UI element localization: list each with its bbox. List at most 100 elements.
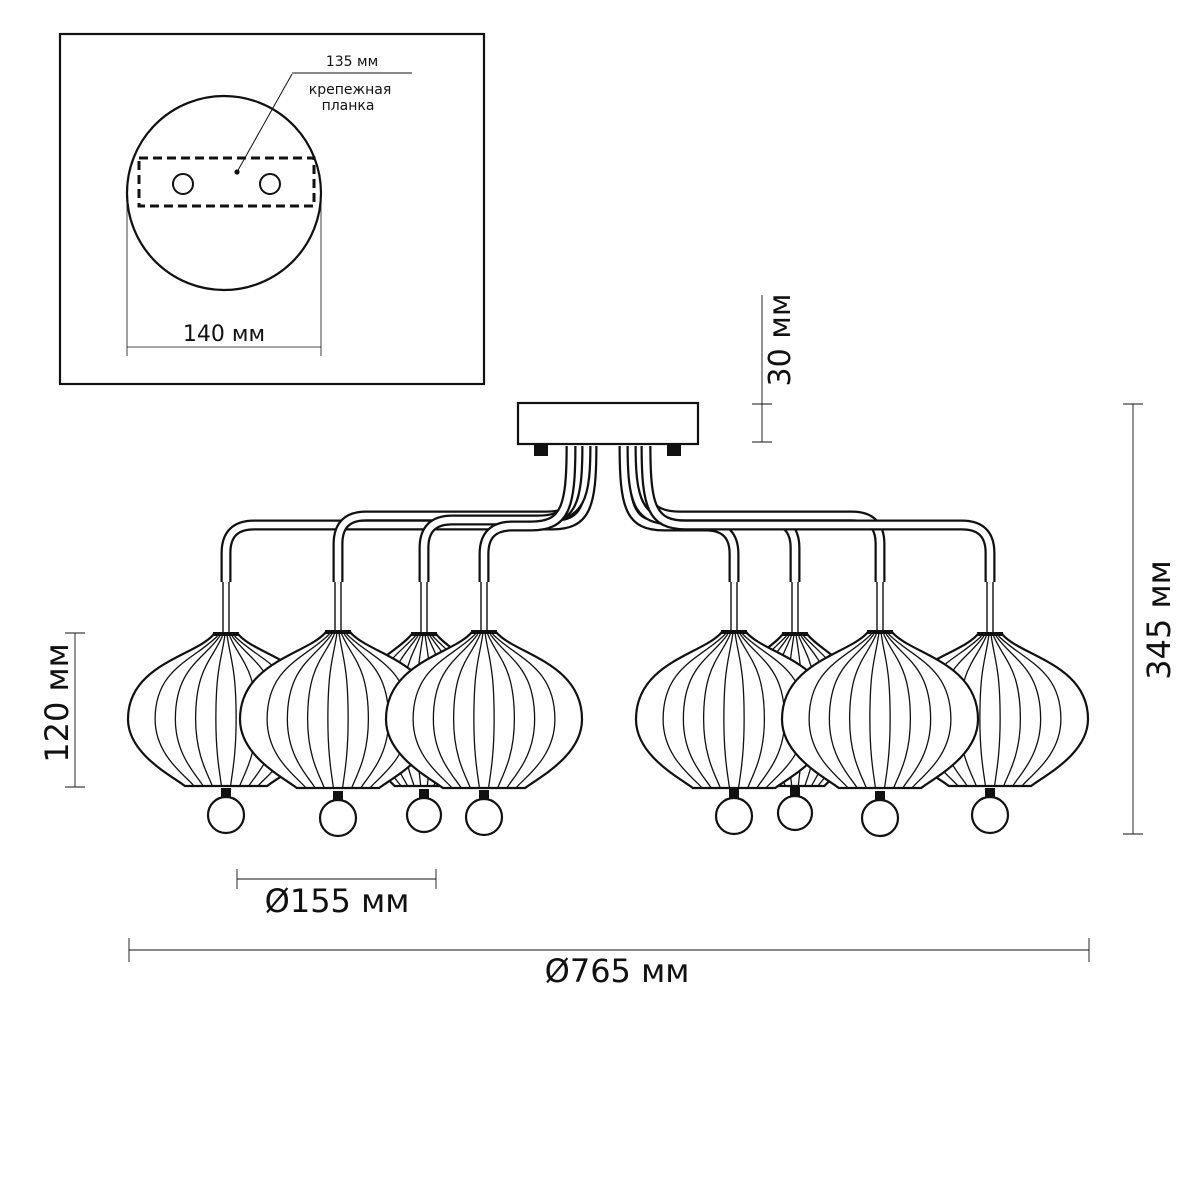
bulb-socket	[875, 791, 885, 801]
bulb-2	[318, 791, 358, 838]
shade-8	[780, 630, 980, 790]
bulb-globe	[405, 796, 443, 834]
shade-rib	[734, 633, 745, 789]
arms	[220, 445, 996, 636]
shade-rib	[432, 633, 479, 789]
shade-rib	[998, 635, 1062, 787]
shade-rib	[662, 633, 726, 789]
shade-rib	[723, 633, 734, 789]
arm-7	[636, 445, 884, 582]
shade-rib	[682, 633, 729, 789]
shade-rib	[702, 633, 731, 789]
shade-rib	[489, 633, 536, 789]
ceiling-canopy	[516, 401, 700, 446]
shade-rib	[885, 633, 932, 789]
shade-rib	[412, 633, 476, 789]
mounting-bracket	[137, 156, 316, 208]
shade-rib	[883, 633, 912, 789]
arm-8	[642, 445, 994, 582]
shade-rib	[737, 633, 766, 789]
bulb-6	[776, 787, 814, 832]
shades	[126, 630, 1090, 790]
bulb-5	[714, 789, 754, 836]
bulb-globe	[970, 795, 1010, 835]
total-diameter-label: Ø765 мм	[545, 952, 690, 990]
bulb-globe	[776, 794, 814, 832]
shade-rib	[215, 635, 226, 787]
mounting-hole-right	[259, 173, 281, 195]
shade-rib	[808, 633, 872, 789]
bracket-label-line2: планка	[322, 98, 375, 114]
bulb-globe	[464, 797, 504, 837]
shade-rib	[828, 633, 875, 789]
bulb-socket	[985, 788, 995, 798]
bulb-8	[970, 788, 1010, 835]
shade-rib	[174, 635, 221, 787]
shade-rib	[484, 633, 495, 789]
shade-rib	[341, 633, 370, 789]
shade-6	[634, 630, 834, 790]
shade-height-label: 120 мм	[38, 643, 76, 763]
shade-rib	[492, 633, 556, 789]
canopy-detail-inset: 135 мм крепежная планка 140 мм	[58, 32, 486, 386]
bulb-socket	[729, 789, 739, 799]
bulb-globe	[318, 798, 358, 838]
mounting-hole-left	[172, 173, 194, 195]
bulb-globe	[860, 798, 900, 838]
shade-rib	[995, 635, 1042, 787]
inset-frame	[58, 32, 486, 386]
shade-rib	[869, 633, 880, 789]
shade-rib	[286, 633, 333, 789]
shade-rib	[452, 633, 481, 789]
shade-rib	[327, 633, 338, 789]
bracket-leader-line	[236, 73, 293, 173]
bulb-globe	[714, 796, 754, 836]
shade-rib	[993, 635, 1022, 787]
plate-width-label: 135 мм	[326, 54, 378, 70]
arm-3	[420, 445, 582, 582]
bracket-label-line1: крепежная	[309, 82, 392, 98]
shade-rib	[880, 633, 891, 789]
shade-rib	[154, 635, 218, 787]
bulb-socket	[479, 790, 489, 800]
dimension-total-height: 345 мм	[1123, 403, 1178, 835]
canopy-screw-left	[534, 444, 548, 456]
canopy-circle	[125, 94, 323, 292]
bulb-1	[206, 788, 246, 835]
bulb-4	[464, 790, 504, 837]
bulb-globe	[206, 795, 246, 835]
shade-outline	[238, 630, 438, 790]
bulb-socket	[333, 791, 343, 801]
shade-rib	[487, 633, 516, 789]
bulb-7	[860, 791, 900, 838]
bulb-socket	[790, 787, 800, 797]
bulbs	[206, 787, 1010, 838]
chandelier-side-view	[126, 401, 1090, 838]
canopy-screw-right	[667, 444, 681, 456]
shade-rib	[226, 635, 237, 787]
shade-rib	[338, 633, 349, 789]
shade-7	[384, 630, 584, 790]
dimension-canopy-height: 30 мм	[752, 294, 798, 443]
shade-outline	[780, 630, 980, 790]
bulb-socket	[419, 789, 429, 799]
bulb-socket	[221, 788, 231, 798]
bulb-3	[405, 789, 443, 834]
shade-rib	[194, 635, 223, 787]
shade-outline	[634, 630, 834, 790]
shade-rib	[888, 633, 952, 789]
dimension-shade-height: 120 мм	[38, 632, 85, 788]
shade-outline	[384, 630, 584, 790]
shade-rib	[473, 633, 484, 789]
canopy-height-label: 30 мм	[763, 294, 798, 387]
arm-4	[480, 445, 575, 582]
dimension-shade-diameter: Ø155 мм	[236, 869, 437, 920]
canopy-diameter-label: 140 мм	[183, 322, 265, 347]
shade-rib	[990, 635, 1001, 787]
dimension-total-diameter: Ø765 мм	[128, 938, 1090, 990]
shade-rib	[979, 635, 990, 787]
total-height-label: 345 мм	[1140, 560, 1178, 680]
shade-rib	[306, 633, 335, 789]
shade-rib	[848, 633, 877, 789]
